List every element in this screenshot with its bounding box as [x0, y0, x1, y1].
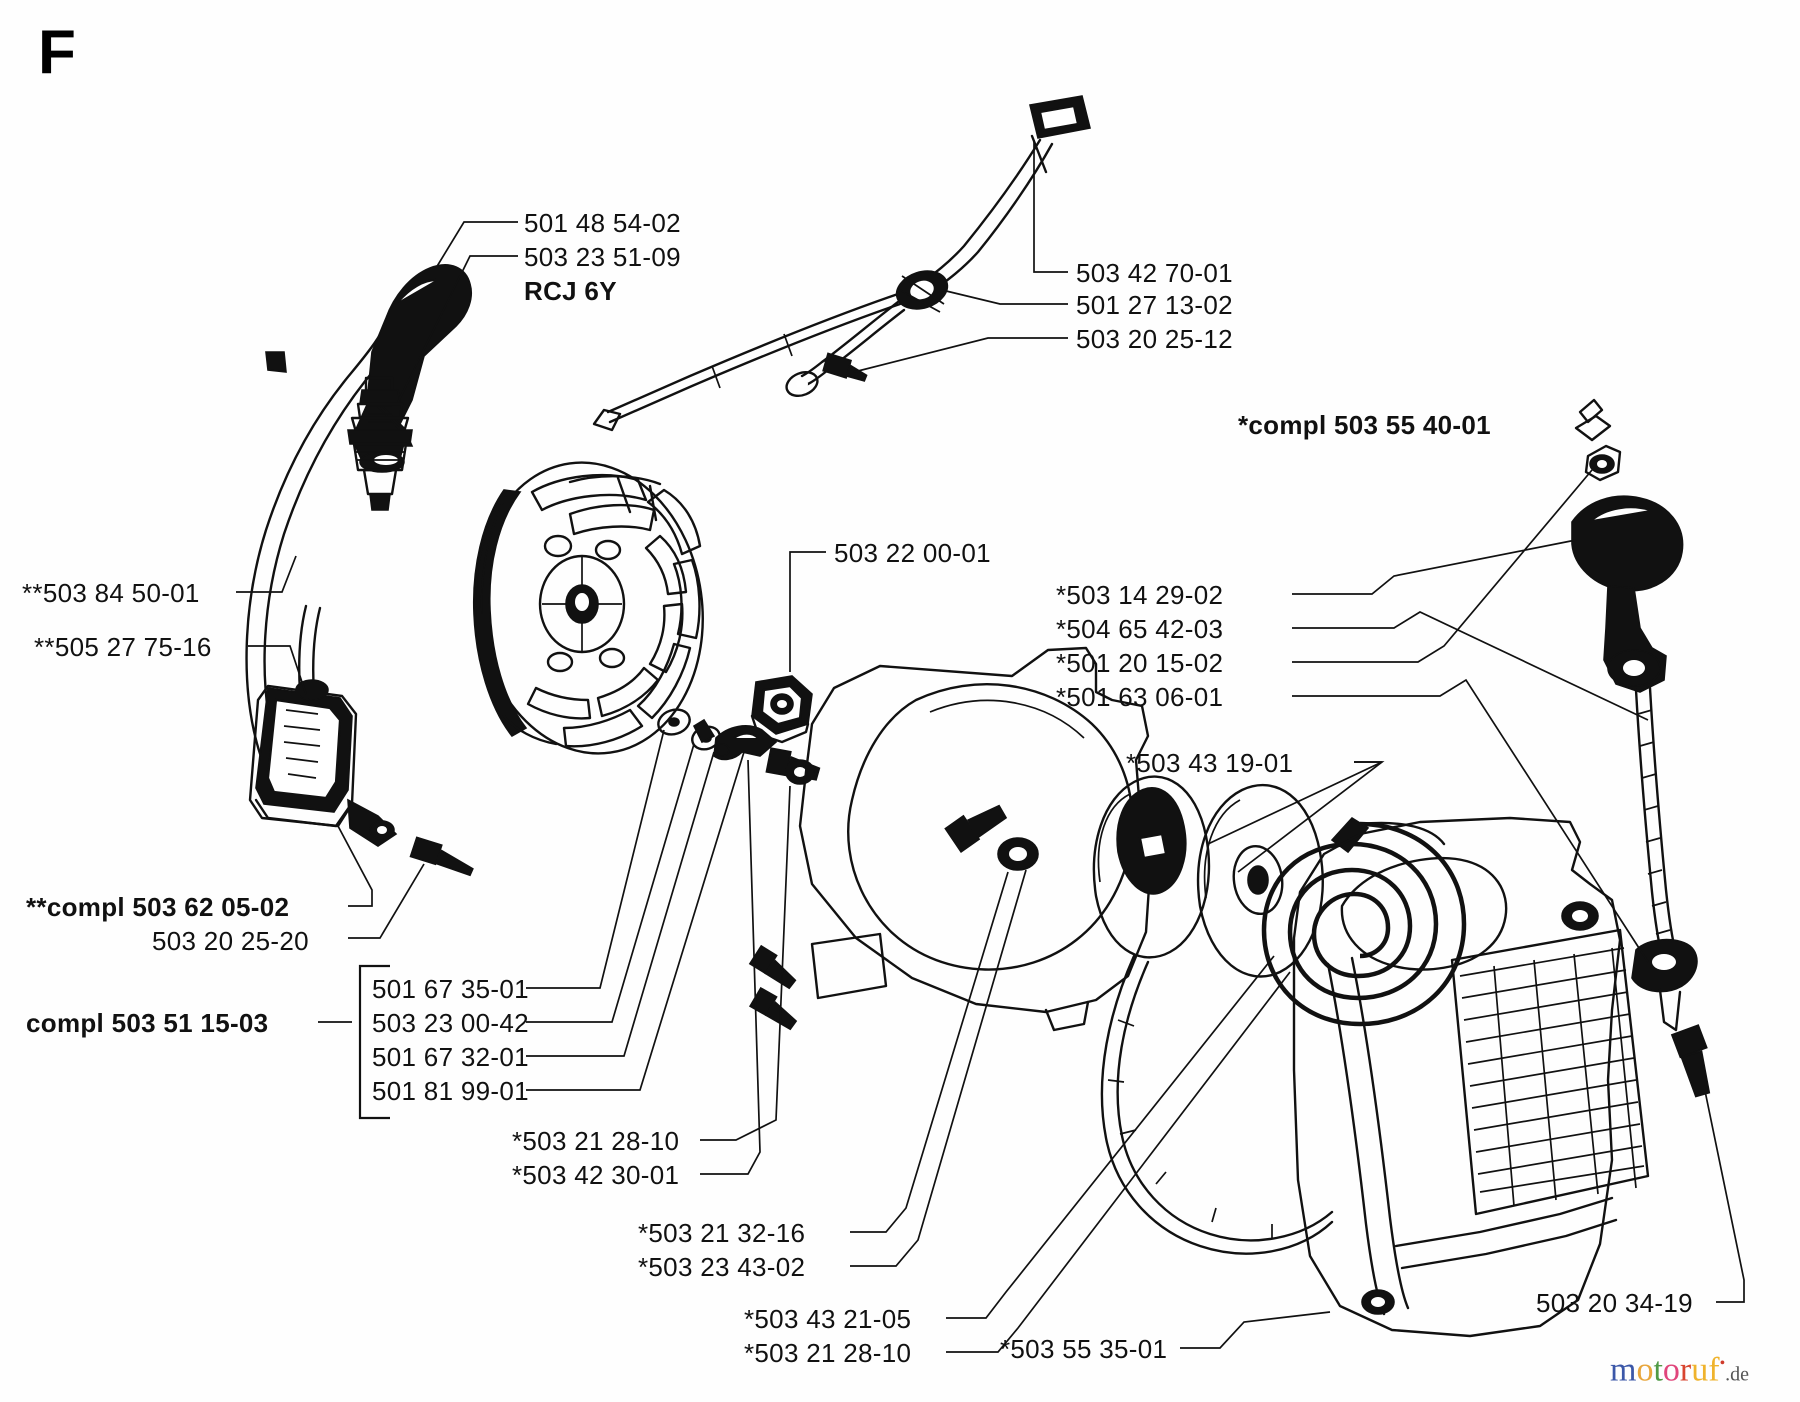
module-screw	[409, 836, 474, 877]
label-ignition-cable: **503 84 50-01	[22, 578, 200, 608]
label-flywheel-group-3: 501 81 99-01	[372, 1076, 529, 1106]
label-ignition-module: **505 27 75-16	[34, 632, 212, 662]
label-pawl-screw: *503 21 28-10	[512, 1126, 680, 1156]
label-handle-insert: *501 20 15-02	[1056, 648, 1224, 678]
label-ignition-lead-cap: 501 48 54-02	[524, 208, 681, 238]
label-spark-plug-number: 503 23 51-09	[524, 242, 681, 272]
label-flywheel-compl: compl 503 51 15-03	[26, 1008, 269, 1038]
cover-flange-screw	[748, 944, 797, 990]
leader-lines	[236, 140, 1745, 1353]
crankcase-cover-illustration	[748, 646, 1152, 1032]
label-stop-switch-screw: 503 20 25-12	[1076, 324, 1233, 354]
cover-center-screw	[944, 804, 1008, 853]
label-ignition-screw: 503 20 25-20	[152, 926, 309, 956]
flywheel-nut-illustration	[750, 675, 813, 744]
flywheel-washers-illustration	[657, 708, 721, 751]
ignition-module-illustration	[248, 604, 474, 877]
label-starter-housing: *503 55 35-01	[1000, 1334, 1168, 1364]
label-flywheel-group-1: 503 23 00-42	[372, 1008, 529, 1038]
label-housing-screw: 503 20 34-19	[1536, 1288, 1693, 1318]
spark-plug-illustration	[347, 376, 413, 511]
starter-handle-illustration	[1571, 398, 1698, 1032]
label-pawl: *503 42 30-01	[512, 1160, 680, 1190]
label-starter-compl: *compl 503 55 40-01	[1238, 410, 1491, 440]
label-ignition-compl: **compl 503 62 05-02	[26, 892, 290, 922]
label-starter-handle: *503 14 29-02	[1056, 580, 1224, 610]
label-flywheel-group-0: 501 67 35-01	[372, 974, 529, 1004]
label-washer: *503 23 43-02	[638, 1252, 806, 1282]
starter-compl-text: *compl 503 55 40-01	[1238, 410, 1491, 440]
section-letter: F	[38, 18, 76, 87]
housing-screw	[1670, 1024, 1711, 1098]
label-pulley-group: *503 43 19-01	[1126, 748, 1294, 778]
motoruf-watermark: motoruf•.de	[1610, 1351, 1750, 1389]
starter-pulley-illustration	[1092, 775, 1334, 1255]
label-spring-washer: *503 21 32-16	[638, 1218, 806, 1248]
label-stop-switch-wire: 503 42 70-01	[1076, 258, 1233, 288]
label-rope-guide-bush: *501 63 06-01	[1056, 682, 1224, 712]
label-spark-plug-type: RCJ 6Y	[524, 276, 617, 306]
label-stop-switch-grommet: 501 27 13-02	[1076, 290, 1233, 320]
starter-housing-illustration	[1292, 816, 1711, 1338]
flywheel-illustration	[472, 461, 704, 755]
label-flywheel-nut: 503 22 00-01	[834, 538, 991, 568]
label-starter-rope: *504 65 42-03	[1056, 614, 1224, 644]
watermark-suffix: .de	[1725, 1363, 1750, 1386]
label-flywheel-group-2: 501 67 32-01	[372, 1042, 529, 1072]
label-rewind-spring: *503 43 21-05	[744, 1304, 912, 1334]
label-pulley-screw: *503 21 28-10	[744, 1338, 912, 1368]
flywheel-group-bracket	[358, 964, 390, 1120]
